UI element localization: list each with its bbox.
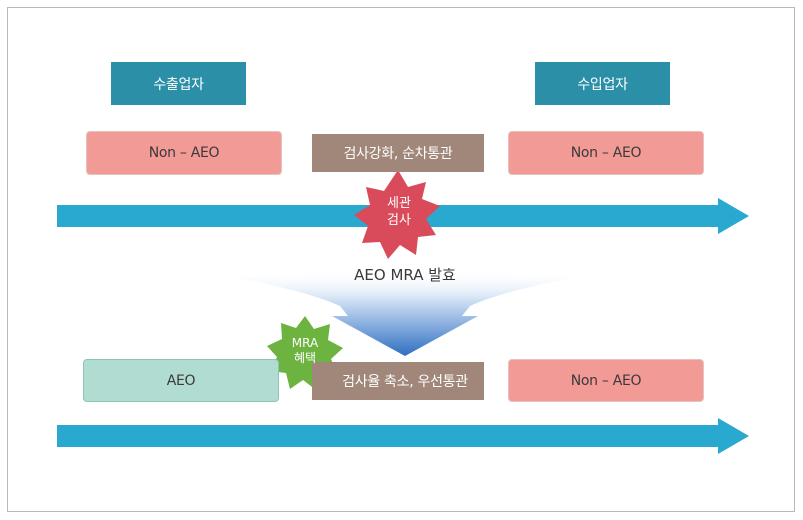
reduced-inspection-box: 검사율 축소, 우선통관 <box>312 362 484 400</box>
flow-arrow-bottom <box>57 418 749 454</box>
exporter-header: 수출업자 <box>111 62 246 105</box>
mra-effective-label: AEO MRA 발효 <box>354 266 456 284</box>
mra-down-arrow <box>238 270 572 356</box>
mra-benefit-star-label: MRA 혜택 <box>291 336 319 365</box>
importer-non-aeo-box-top: Non – AEO <box>508 131 704 175</box>
customs-inspection-star-shape <box>354 170 440 259</box>
strict-inspection-box: 검사강화, 순차통관 <box>312 134 484 172</box>
exporter-aeo-box: AEO <box>83 359 279 402</box>
customs-inspection-star-label: 세관 검사 <box>387 196 411 228</box>
importer-header: 수입업자 <box>535 62 670 105</box>
importer-non-aeo-box-bottom: Non – AEO <box>508 359 704 402</box>
exporter-non-aeo-box: Non – AEO <box>86 131 282 175</box>
